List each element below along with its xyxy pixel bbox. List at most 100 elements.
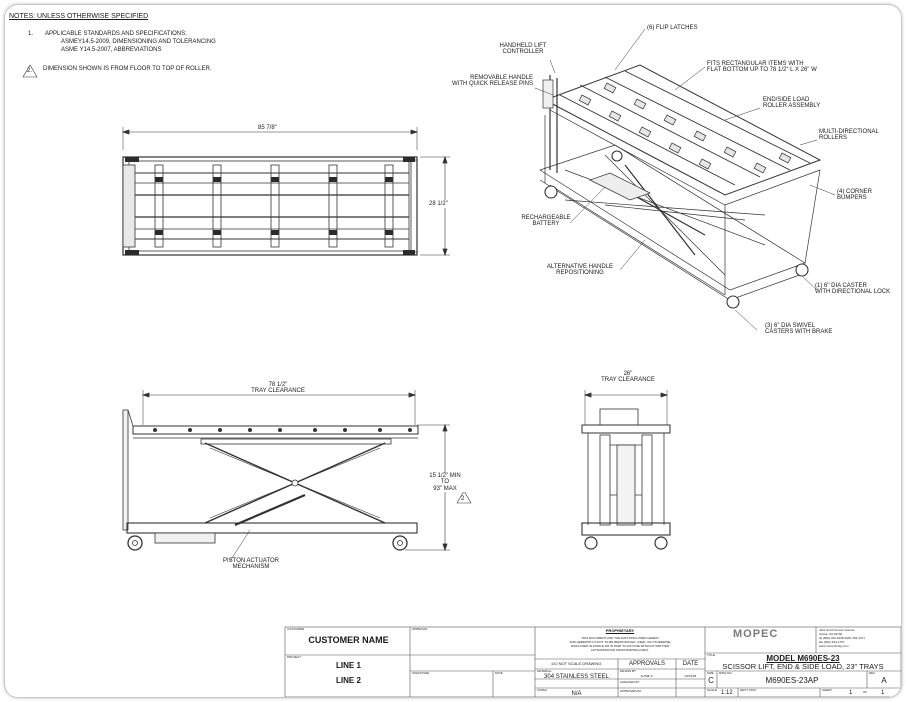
sheet-label: SHEET: [822, 688, 833, 692]
project-line-1: LINE 1: [336, 661, 361, 670]
dwg-no-value: M690ES-23AP: [765, 676, 819, 685]
end-clearance-value: 26": [623, 371, 633, 377]
height-range-dim: 15 1/2" MIN TO 93" MAX: [417, 473, 473, 492]
callout-swivel-line-2: CASTERS WITH BRAKE: [765, 329, 833, 336]
sheet-total: 1: [881, 690, 885, 696]
callout-fits-line-1: FITS RECTANGULAR ITEMS WITH: [707, 61, 804, 67]
address-line-3: tel (800) 423-0128 (626) 334-1471: [819, 635, 865, 640]
rev-value: A: [881, 676, 887, 685]
finish-label: FINISH: [537, 688, 547, 692]
size-value: C: [708, 676, 714, 685]
proprietary-notice: THIS DOCUMENT AND THE DATA DISCLOSED HER…: [535, 636, 705, 652]
material-value: 304 STAINLESS STEEL: [544, 674, 609, 680]
note-2-number: 2.: [27, 68, 33, 74]
callout-alt-handle: ALTERNATIVE HANDLE REPOSITIONING: [535, 264, 625, 277]
end-view: [581, 390, 671, 550]
end-clearance-label: TRAY CLEARANCE: [601, 377, 655, 384]
callout-piston-actuator: PISTON ACTUATOR MECHANISM: [201, 558, 301, 571]
scale-value: 1:12: [721, 690, 733, 696]
address-line-1: 4111 North Armour Avenue: [819, 628, 855, 632]
size-label: SIZE: [707, 671, 714, 675]
proprietary-line-4: AUTHORIZATION FROM MORTECH MFG.: [590, 648, 650, 653]
height-revision-flag: 2: [461, 496, 465, 502]
model-number: MODEL M690ES-23: [766, 654, 840, 663]
sheet-value: 1: [849, 690, 853, 696]
dwg-no-label: DWG NO.: [719, 671, 733, 675]
callout-multi-line-1: MULTI-DIRECTIONAL: [819, 129, 879, 135]
note-2-text: DIMENSION SHOWN IS FROM FLOOR TO TOP OF …: [43, 66, 212, 72]
drawn-by-value: SUSIE S.: [640, 674, 654, 678]
callout-multi-line-2: ROLLERS: [819, 135, 848, 142]
height-max: 93" MAX: [433, 485, 457, 492]
top-length-dim: 85 7/8": [256, 125, 279, 132]
isometric-view: [534, 28, 836, 331]
material-label: MATERIAL: [537, 669, 552, 673]
proprietary-line-1: THIS DOCUMENT AND THE DATA DISCLOSED HER…: [581, 636, 659, 640]
side-clearance-value: 78 1/2": [268, 382, 288, 388]
revision-flag-shapes: [22, 64, 472, 504]
customer-label: CUSTOMER: [287, 627, 305, 631]
brand-logo: MOPEC: [733, 628, 779, 640]
address-line-2: Azusa, CA 91702: [819, 631, 843, 636]
approved-by-label: APPROVED BY: [620, 689, 642, 693]
callout-caster-lock-line-1: (1) 6" DIA CASTER: [815, 283, 867, 289]
callout-flip-latches: (6) FLIP LATCHES: [647, 25, 698, 31]
note-1-line-2: ASMEY14.5-2009, DIMENSIONING AND TOLERAN…: [61, 39, 216, 45]
side-clearance-dim: 78 1/2" TRAY CLEARANCE: [243, 382, 313, 395]
drawn-date: 03/13/25: [684, 674, 697, 678]
note-1-number: 1.: [28, 31, 34, 37]
proprietary-heading: PROPRIETARY: [605, 628, 635, 633]
drawn-by-label: DRAWN BY: [620, 669, 637, 673]
drawing-svg: [22, 28, 901, 697]
top-view: [121, 127, 450, 257]
callout-battery-line-2: BATTERY: [532, 221, 560, 228]
callout-removable-line-2: WITH QUICK RELEASE PINS: [451, 81, 533, 88]
callout-fits-items: FITS RECTANGULAR ITEMS WITH FLAT BOTTOM …: [707, 61, 817, 74]
callout-handheld-line-1: HANDHELD LIFT: [499, 43, 547, 49]
drawing-sheet: NOTES: UNLESS OTHERWISE SPECIFIED 1. APP…: [4, 4, 902, 698]
address-line-4: fax (626) 334-1770: [819, 639, 845, 644]
do-not-scale: DO NOT SCALE DRAWING: [551, 661, 602, 666]
finish-value: N/A: [571, 691, 582, 697]
project-line-2: LINE 2: [336, 676, 361, 685]
side-clearance-label: TRAY CLEARANCE: [251, 388, 305, 395]
callout-fits-line-2: FLAT BOTTOM UP TO 78 1/2" L X 26" W: [707, 67, 817, 74]
height-min: 15 1/2" MIN: [429, 473, 461, 479]
callout-corner-bumpers: (4) CORNER BUMPERS: [837, 189, 872, 202]
top-width-dim: 28 1/2": [429, 200, 448, 209]
title-block-lines: [284, 626, 901, 697]
callout-roller-line-1: END/SIDE LOAD: [763, 97, 810, 103]
notes-heading: NOTES: UNLESS OTHERWISE SPECIFIED: [9, 13, 149, 20]
callout-handheld-line-2: CONTROLLER: [502, 49, 544, 56]
signature-label: SIGNATURE: [412, 671, 430, 675]
checked-by-label: CHECKED BY: [620, 680, 640, 684]
scale-label: SCALE: [707, 688, 717, 692]
callout-removable-line-1: REMOVABLE HANDLE: [470, 75, 533, 81]
callout-caster-lock-line-2: WITH DIRECTIONAL LOCK: [815, 289, 891, 296]
approval-label: APPROVAL: [412, 627, 428, 631]
approvals-date-heading: DATE: [682, 661, 699, 667]
end-clearance-dim: 26" TRAY CLEARANCE: [593, 371, 663, 384]
callout-roller-assembly: END/SIDE LOAD ROLLER ASSEMBLY: [763, 97, 820, 110]
callout-swivel-line-1: (3) 6" DIA SWIVEL: [765, 323, 816, 329]
proprietary-line-2: AND HEREWITH IS NOT TO BE REPRODUCED, US…: [569, 640, 671, 645]
callout-roller-line-2: ROLLER ASSEMBLY: [763, 103, 821, 110]
proprietary-line-3: DISCLOSED IN WHOLE OR IN PART TO ANYONE …: [570, 644, 670, 649]
note-1-line-1: APPLICABLE STANDARDS AND SPECIFICATIONS;: [45, 31, 187, 37]
drawing-description: SCISSOR LIFT, END & SIDE LOAD, 23" TRAYS: [722, 662, 884, 671]
callout-removable-handle: REMOVABLE HANDLE WITH QUICK RELEASE PINS: [433, 75, 533, 88]
note-1-line-3: ASME Y14.5-2007, ABBREVIATIONS: [61, 47, 162, 53]
callout-bumpers-line-2: BUMPERS: [837, 195, 867, 202]
project-label: PROJECT: [287, 655, 302, 659]
company-address: 4111 North Armour Avenue Azusa, CA 91702…: [819, 628, 865, 648]
callout-alt-handle-line-2: REPOSITIONING: [556, 270, 604, 277]
approvals-heading: APPROVALS: [629, 661, 665, 667]
callout-piston-line-1: PISTON ACTUATOR: [222, 558, 279, 564]
next-assy-label: NEXT ASSY: [740, 688, 757, 692]
callout-caster-lock: (1) 6" DIA CASTER WITH DIRECTIONAL LOCK: [815, 283, 890, 296]
callout-multi-rollers: MULTI-DIRECTIONAL ROLLERS: [819, 129, 879, 142]
title-label: TITLE: [707, 653, 716, 657]
height-to: TO: [440, 479, 450, 486]
signature-date-label: DATE: [495, 671, 503, 675]
callout-alt-handle-line-1: ALTERNATIVE HANDLE: [546, 264, 614, 270]
